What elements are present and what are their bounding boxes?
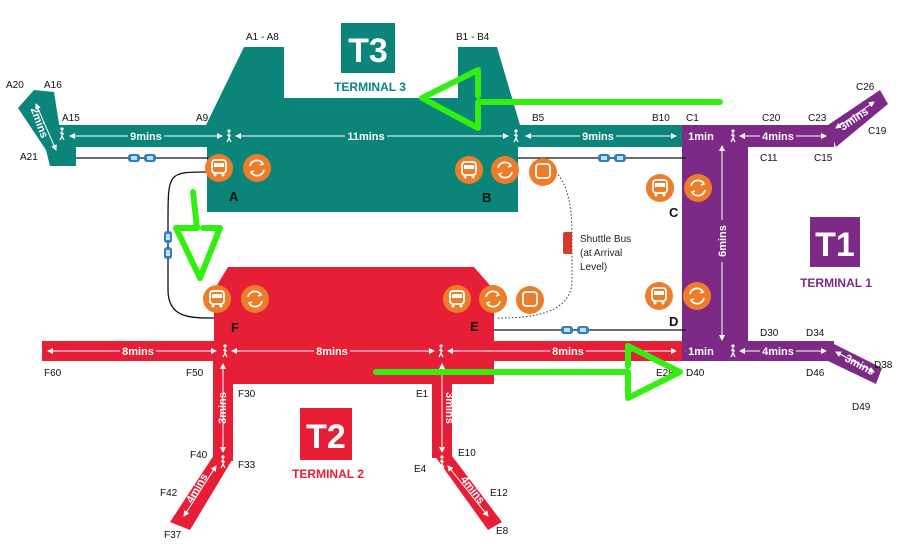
gate-f30: F30 — [238, 389, 256, 400]
station-a-label: A — [229, 189, 239, 204]
gate-c19: C19 — [868, 126, 887, 137]
highlight-arrow-t1-to-t3 — [419, 67, 723, 131]
terminal-2-building — [42, 267, 688, 530]
gate-c1: C1 — [686, 113, 699, 124]
walk-t1-d-pier: 4mins — [762, 346, 794, 358]
gate-f37: F37 — [164, 530, 182, 541]
gate-e28: E28 — [656, 368, 674, 379]
gate-d34: D34 — [806, 328, 825, 339]
shuttle-bus-icon — [563, 232, 572, 254]
walk-t3-west: 9mins — [130, 131, 162, 143]
walk-t1-c-pier: 4mins — [762, 131, 794, 143]
t1-name: TERMINAL 1 — [800, 276, 872, 290]
gate-f42: F42 — [160, 488, 178, 499]
t3-name: TERMINAL 3 — [334, 80, 406, 94]
t3-badge — [341, 23, 395, 73]
walk-t2-e-down: 3mins — [443, 392, 455, 424]
t3-badge-code: T3 — [348, 32, 388, 70]
t1-badge-code: T1 — [815, 226, 855, 264]
gate-d46: D46 — [806, 368, 825, 379]
walk-t3-east: 9mins — [582, 131, 614, 143]
t1-main-building — [682, 125, 748, 361]
highlight-arrow-a-to-f — [173, 189, 223, 281]
walk-t2-f-down: 3mins — [217, 392, 229, 424]
station-e-label: E — [470, 319, 479, 334]
gate-c20: C20 — [762, 113, 781, 124]
highlight-arrow-t2-to-t1 — [373, 343, 683, 401]
station-b-label: B — [482, 190, 491, 205]
t2-name: TERMINAL 2 — [292, 467, 364, 481]
walk-t2-east: 8mins — [552, 346, 584, 358]
gate-e12: E12 — [490, 488, 508, 499]
gate-f60: F60 — [44, 368, 62, 379]
gate-a15: A15 — [62, 113, 80, 124]
walk-t1-vertical: 6mins — [717, 225, 729, 257]
t2-badge — [300, 408, 352, 460]
gate-f33: F33 — [238, 460, 256, 471]
station-c-label: C — [669, 205, 679, 220]
t2-main-building — [214, 267, 494, 384]
t3-main-building — [206, 47, 520, 212]
gate-d38: D38 — [874, 360, 893, 371]
gate-d30: D30 — [760, 328, 779, 339]
gate-labels: A20 A16 A15 A21 A9 A1 - A8 B1 - B4 B5 B1… — [6, 32, 893, 541]
station-icons — [202, 153, 713, 314]
gate-d40: D40 — [686, 368, 705, 379]
shuttle-label-3: Level) — [580, 262, 607, 273]
shuttle-label-1: Shuttle Bus — [580, 234, 631, 245]
gate-e1: E1 — [416, 389, 429, 400]
gate-c11: C11 — [760, 153, 778, 164]
station-f-label: F — [231, 320, 239, 335]
gate-b10: B10 — [652, 113, 670, 124]
gate-a1-a8: A1 - A8 — [246, 32, 279, 43]
shuttle-label-2: (at Arrival — [580, 248, 622, 259]
walk-t1-link-bottom: 1min — [688, 346, 714, 358]
walk-t2-f-west: 8mins — [122, 346, 154, 358]
gate-a9: A9 — [196, 113, 209, 124]
t1-badge — [810, 217, 860, 267]
gate-d49: D49 — [852, 402, 871, 413]
gate-a20: A20 — [6, 80, 24, 91]
t2-badge-code: T2 — [306, 418, 346, 456]
walk-t3-middle: 11mins — [347, 131, 384, 143]
gate-f50: F50 — [186, 368, 204, 379]
walk-t2-middle: 8mins — [316, 346, 348, 358]
gate-c15: C15 — [814, 153, 833, 164]
walk-t1-link-top: 1min — [688, 131, 714, 143]
station-d-label: D — [669, 314, 678, 329]
gate-a16: A16 — [44, 80, 62, 91]
gate-a21: A21 — [20, 152, 38, 163]
gate-b1-b4: B1 - B4 — [456, 32, 490, 43]
gate-e8: E8 — [496, 526, 509, 537]
highlight-arrows — [173, 67, 723, 401]
shuttle-route — [495, 171, 573, 319]
gate-c26: C26 — [856, 82, 875, 93]
gate-f40: F40 — [190, 450, 208, 461]
gate-e10: E10 — [458, 448, 476, 459]
gate-e4: E4 — [414, 464, 427, 475]
gate-b5: B5 — [532, 113, 545, 124]
gate-c23: C23 — [808, 113, 827, 124]
